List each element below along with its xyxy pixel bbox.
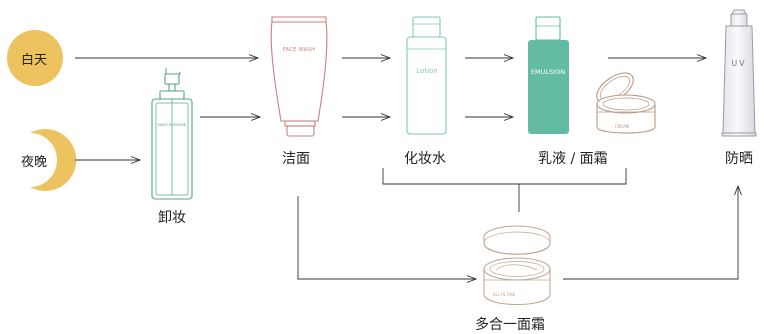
toner-label: 化妆水 <box>404 151 446 167</box>
sunscreen-label: 防晒 <box>725 151 753 167</box>
remover-label: 卸妆 <box>158 210 186 226</box>
lotion-text: Lotion <box>416 67 437 75</box>
remover-bottle-text: MAKE REMOVER <box>158 123 187 127</box>
day-label: 白天 <box>21 53 48 68</box>
face-wash-tube <box>270 16 328 137</box>
emulsion-cream-label: 乳液 / 面霜 <box>538 151 608 167</box>
night-label: 夜晚 <box>21 155 48 170</box>
makeup-remover-bottle <box>151 68 193 200</box>
arrow-all-in-one-to-sunscreen <box>563 186 738 280</box>
lotion-bottle <box>406 16 447 135</box>
cream-text: CREAM <box>615 124 630 129</box>
all-in-one-pot <box>483 225 551 306</box>
connector-bracket <box>382 168 627 185</box>
emulsion-bottle <box>528 16 569 134</box>
all-in-one-label: 多合一面霜 <box>475 317 545 333</box>
cleanser-label: 洁面 <box>282 151 310 167</box>
day-badge <box>7 30 63 86</box>
night-badge <box>30 129 77 191</box>
uv-text: UV <box>731 59 746 68</box>
emulsion-text: EMULSION <box>531 68 565 76</box>
cream-pot <box>596 72 656 134</box>
sunscreen-tube <box>721 9 757 137</box>
all-in-one-text: ALL IN ONE <box>493 292 516 297</box>
face-wash-text: FACE WASH <box>283 47 316 53</box>
arrow-cleanser-to-all-in-one <box>297 196 476 279</box>
